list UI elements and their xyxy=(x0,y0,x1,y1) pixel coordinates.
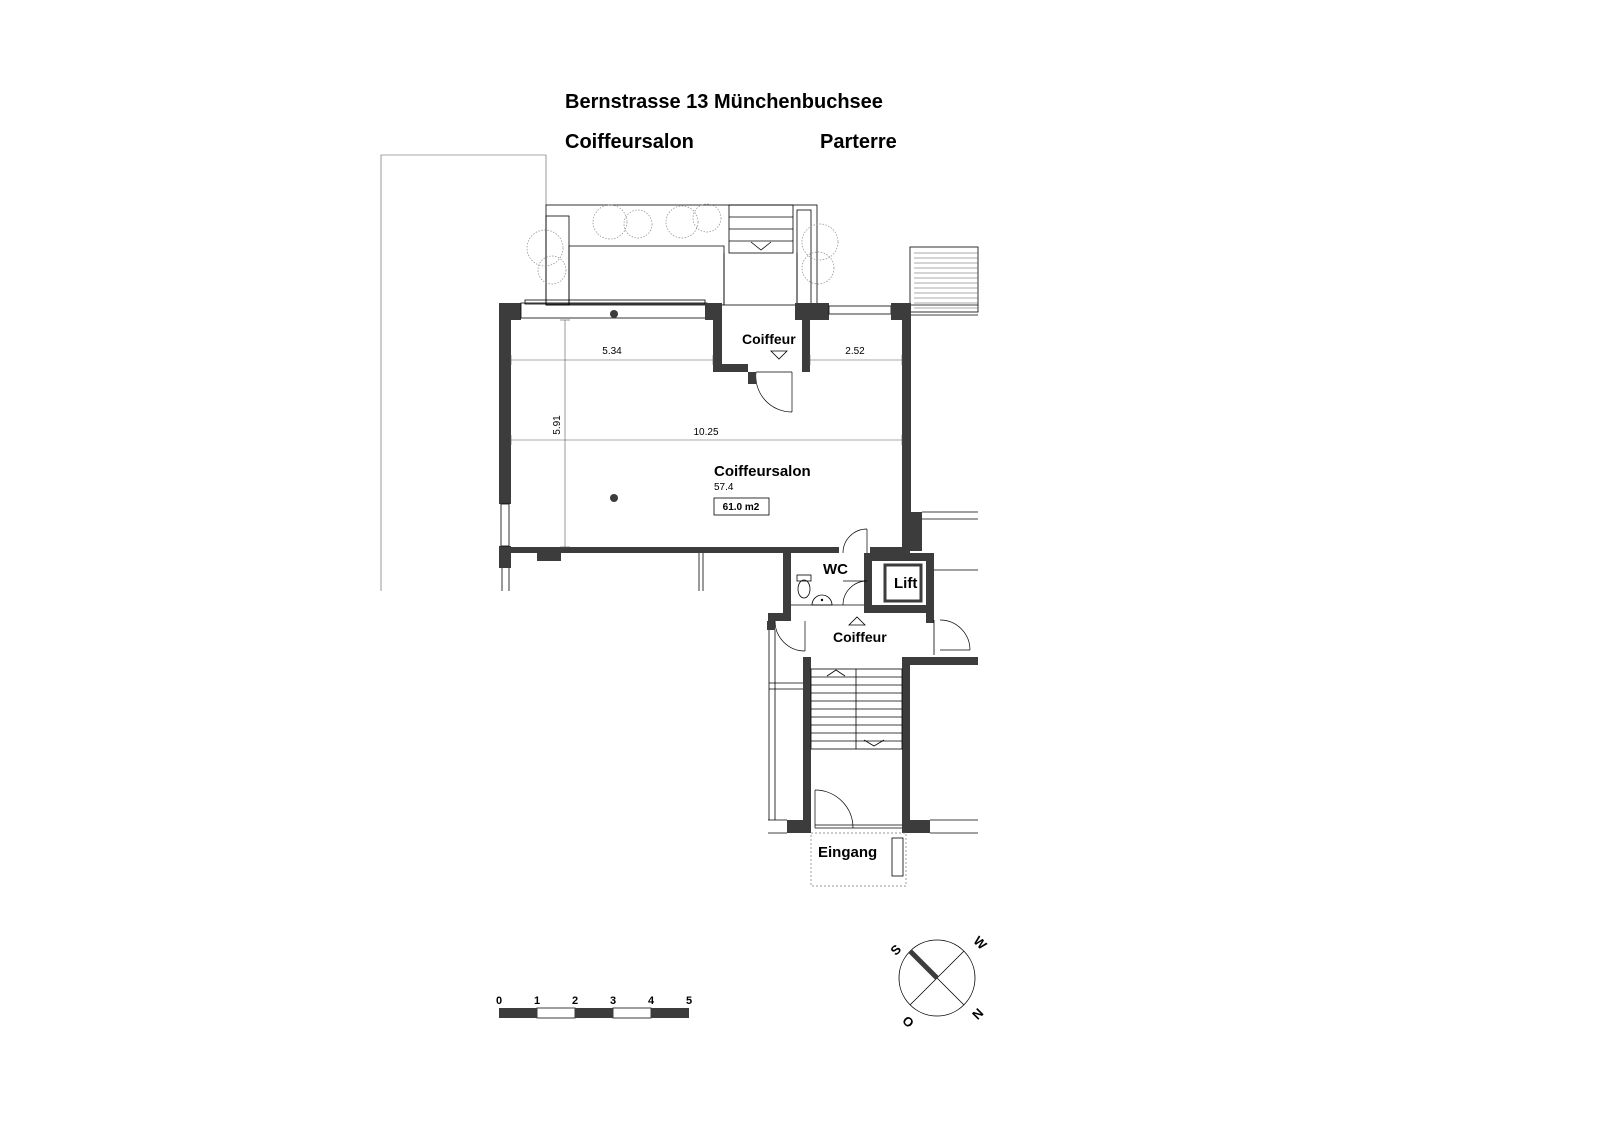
coiffeur-top-arrow xyxy=(770,350,788,360)
floor-title: Parterre xyxy=(820,131,897,153)
neighbour-outline xyxy=(380,154,547,591)
room-label-coiffeur-top: Coiffeur xyxy=(742,331,796,347)
room-area-box xyxy=(713,497,770,516)
room-label-entrance: Eingang xyxy=(818,844,877,861)
compass-label-n: N xyxy=(969,1005,986,1022)
scale-tick-1: 1 xyxy=(534,995,540,1007)
compass-label-s: S xyxy=(887,941,904,958)
scale-tick-3: 3 xyxy=(610,995,616,1007)
room-label-lift: Lift xyxy=(894,575,917,592)
room-label-main: Coiffeursalon xyxy=(714,463,811,480)
dim-left-top: 5.34 xyxy=(602,346,622,357)
address-title: Bernstrasse 13 Münchenbuchsee xyxy=(565,91,883,113)
compass-label-o: O xyxy=(899,1013,917,1031)
wc-lift-block xyxy=(768,511,978,623)
scale-tick-5: 5 xyxy=(686,995,692,1007)
neighbour-balcony xyxy=(900,246,979,316)
compass-label-w: W xyxy=(971,933,991,953)
dim-depth: 5.91 xyxy=(552,415,563,435)
dim-total-width: 10.25 xyxy=(693,427,718,438)
pillar-center xyxy=(610,494,618,502)
scale-bar xyxy=(499,1007,689,1019)
room-area-box-text: 61.0 m2 xyxy=(723,502,760,513)
coiffeur-hall-arrow xyxy=(848,616,866,626)
scale-tick-4: 4 xyxy=(648,995,655,1007)
planter-shrubs xyxy=(526,203,839,285)
compass xyxy=(898,939,976,1017)
terrace xyxy=(526,203,839,306)
stairs xyxy=(811,676,902,742)
scale-tick-0: 0 xyxy=(496,995,502,1007)
walls xyxy=(499,299,922,591)
lift-shaft xyxy=(883,563,923,603)
coiffeur-top-door xyxy=(748,371,793,413)
scale-tick-2: 2 xyxy=(572,995,578,1007)
stair-core xyxy=(767,619,978,887)
room-area-inner: 57.4 xyxy=(714,482,734,493)
room-label-coiffeur-hall: Coiffeur xyxy=(833,629,887,645)
dimension-lines xyxy=(510,319,903,548)
terrace-steps xyxy=(723,204,798,305)
unit-title: Coiffeursalon xyxy=(565,131,694,153)
dim-right-top: 2.52 xyxy=(845,346,865,357)
room-label-wc: WC xyxy=(823,561,848,578)
pillar-top xyxy=(610,310,618,318)
